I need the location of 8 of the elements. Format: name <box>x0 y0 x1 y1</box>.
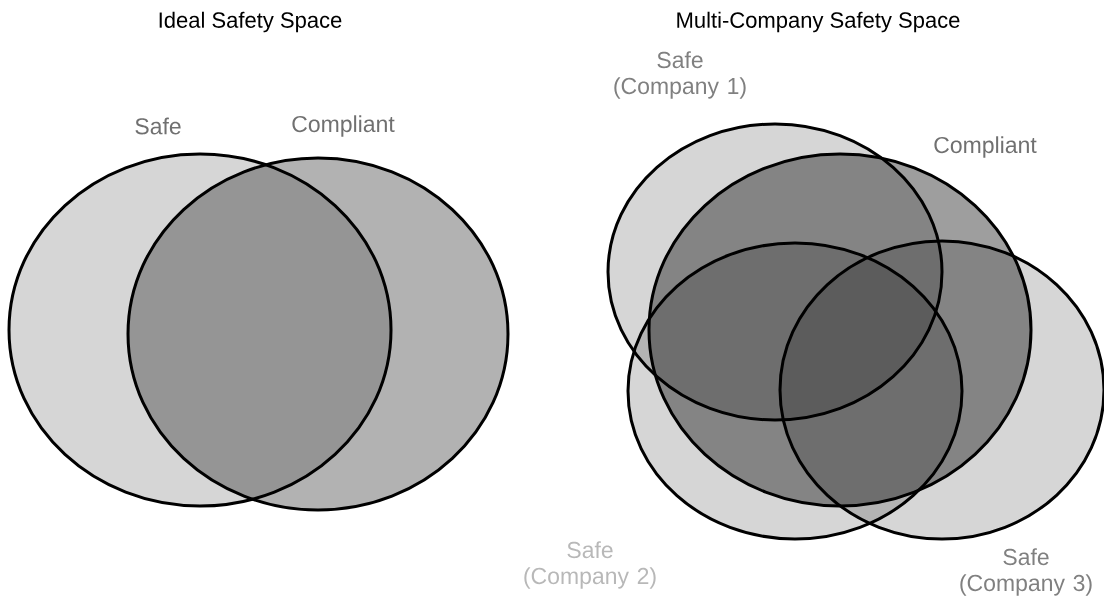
panel-label: Ideal Safety Space <box>159 11 342 33</box>
set-label: Safe (Company 2) <box>524 541 656 589</box>
set-label: Safe (Company 3) <box>960 548 1092 596</box>
set-label: Safe (Company 1) <box>614 51 746 99</box>
set-label: Compliant <box>292 115 395 137</box>
panel-label: Multi-Company Safety Space <box>677 11 960 33</box>
set-label: Safe <box>135 117 181 135</box>
set-label: Compliant <box>934 136 1037 158</box>
